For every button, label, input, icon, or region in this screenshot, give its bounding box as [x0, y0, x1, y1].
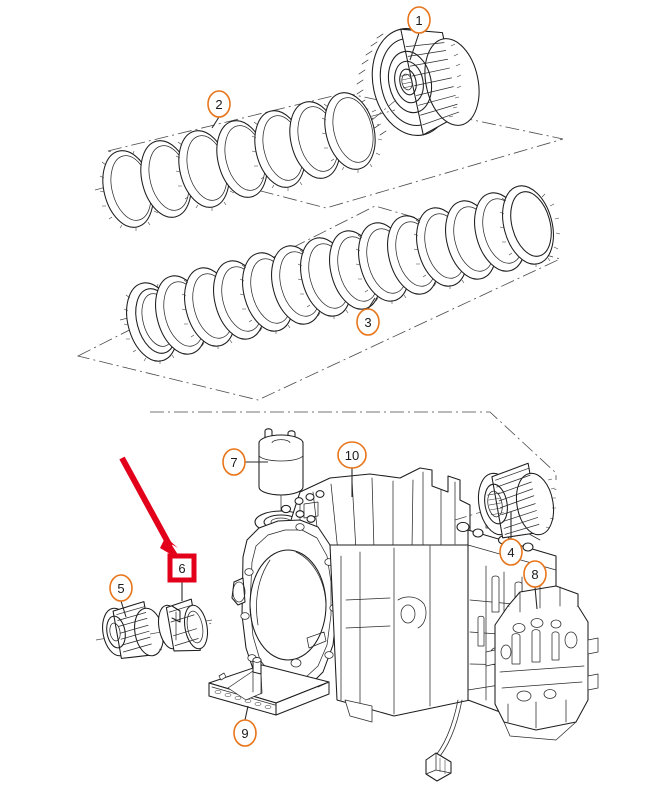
callout-highlight-box[interactable] [167, 553, 197, 583]
callout-leader-1 [409, 32, 420, 61]
callout-bubble-7[interactable] [222, 448, 246, 476]
callout-bubble-8[interactable] [523, 560, 547, 588]
callout-bubble-10[interactable] [337, 441, 367, 469]
callout-leader-2 [211, 116, 220, 129]
callout-bubble-5[interactable] [109, 574, 133, 602]
sensor-wire-harness [425, 699, 463, 782]
callout-leader-8 [534, 586, 538, 610]
part-oil-pan-filter [208, 657, 330, 716]
part-clutch-plate-set-small [94, 92, 397, 231]
callout-2[interactable]: 2 [207, 90, 231, 129]
highlight-arrow [119, 456, 182, 561]
callout-leader-3 [367, 297, 376, 310]
part-tapered-roller-bearing [95, 601, 213, 659]
callout-9[interactable]: 9 [233, 705, 257, 747]
part-valve-body [485, 585, 599, 741]
callout-bubble-1[interactable] [407, 6, 431, 34]
callout-leader-9 [244, 705, 249, 721]
callout-6[interactable]: 6 [167, 553, 197, 601]
callout-bubble-2[interactable] [207, 90, 231, 118]
callout-bubble-9[interactable] [233, 719, 257, 747]
frame-clutch-set-2 [107, 92, 564, 209]
part-planetary-gear-carrier [356, 28, 480, 136]
part-gear-hub [454, 462, 561, 539]
part-clutch-plate-set-large [119, 185, 561, 364]
part-split-bushing-sleeve [149, 598, 215, 652]
callout-bubble-4[interactable] [499, 538, 523, 566]
callout-leader-5 [120, 600, 127, 618]
callout-bubble-3[interactable] [356, 308, 380, 336]
frame-lower-assembly [150, 411, 557, 480]
housing-bolt-bosses [280, 490, 325, 523]
callout-3[interactable]: 3 [356, 297, 380, 336]
